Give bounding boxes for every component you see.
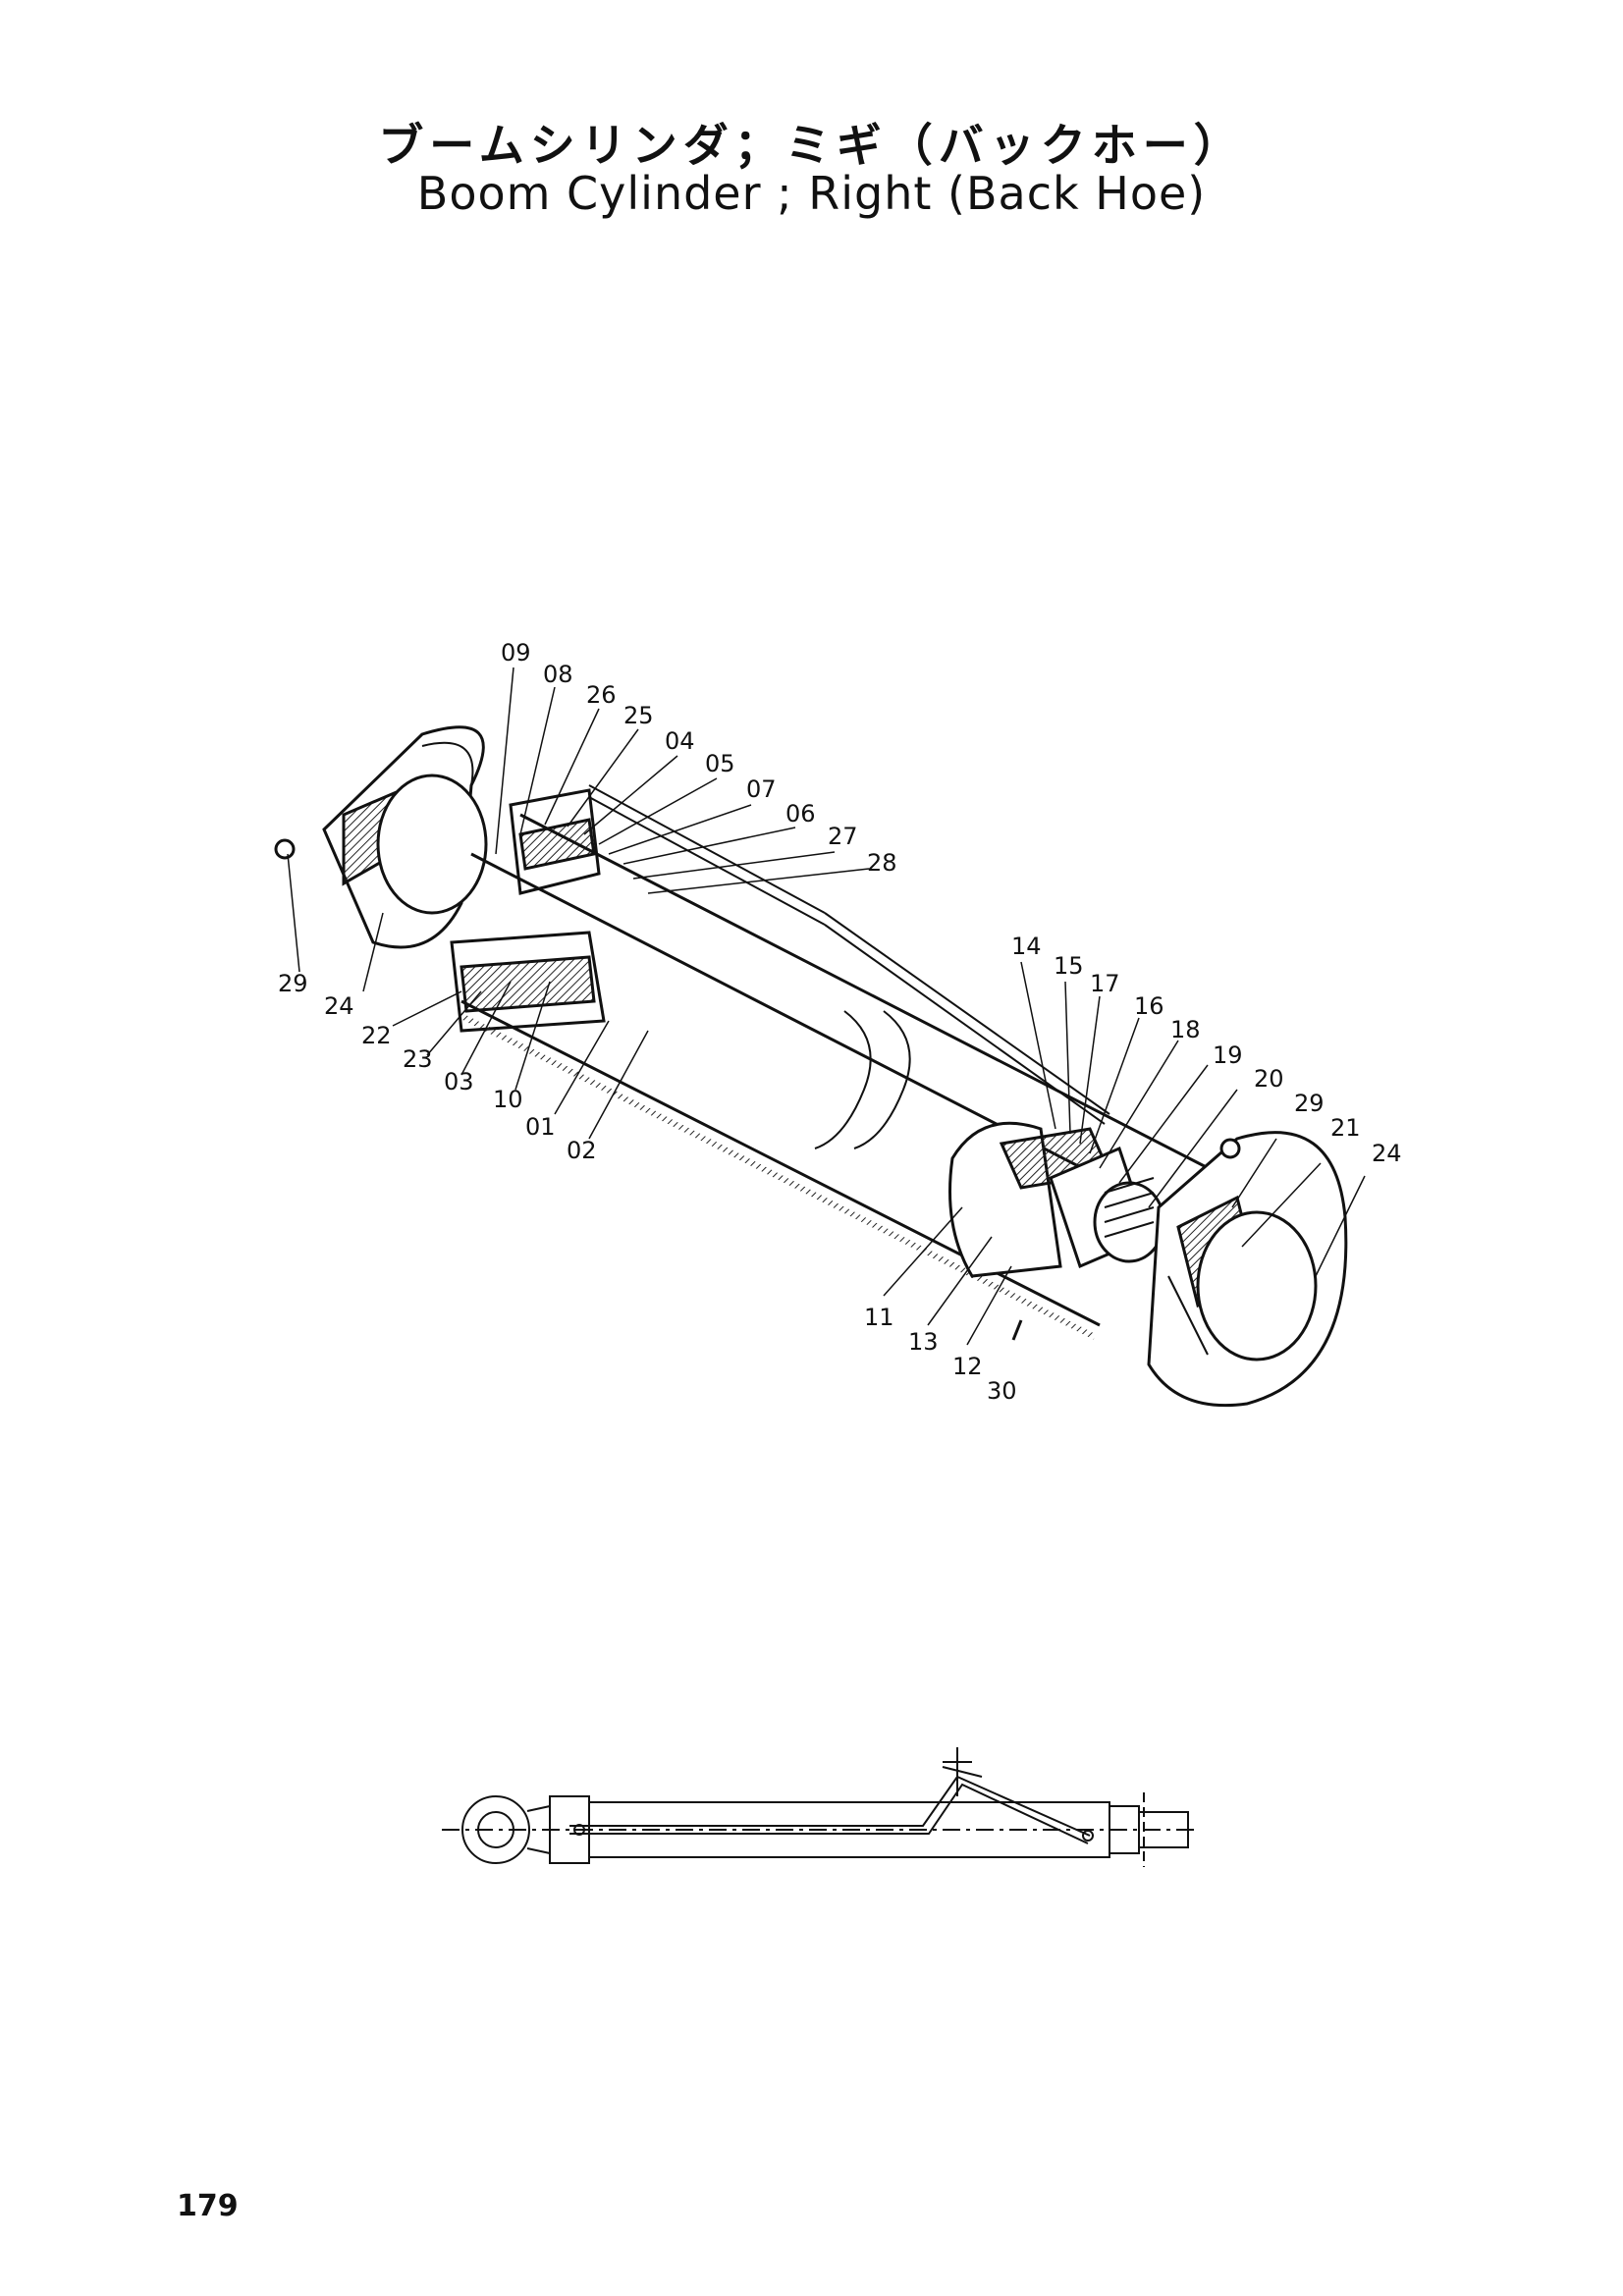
callout-27: 27 <box>828 823 858 850</box>
callout-12: 12 <box>952 1353 983 1380</box>
callout-21: 21 <box>1330 1114 1361 1142</box>
callout-24-right: 24 <box>1372 1140 1402 1167</box>
callout-19: 19 <box>1213 1041 1243 1069</box>
main-cylinder-drawing <box>274 725 1348 1408</box>
callout-23: 23 <box>403 1045 433 1073</box>
callout-04: 04 <box>665 727 695 755</box>
callout-28: 28 <box>867 849 897 877</box>
callout-16: 16 <box>1134 992 1164 1020</box>
callout-07: 07 <box>746 775 777 803</box>
title-japanese: ブームシリンダ；ミギ（バックホー） <box>378 119 1245 172</box>
callout-05: 05 <box>705 750 735 777</box>
callout-02: 02 <box>567 1137 597 1164</box>
callout-30: 30 <box>987 1377 1017 1405</box>
callout-14: 14 <box>1011 933 1042 960</box>
callout-11: 11 <box>864 1304 894 1331</box>
leader-lines <box>287 667 1366 1346</box>
callout-03: 03 <box>444 1068 474 1095</box>
callout-15: 15 <box>1054 952 1084 980</box>
callout-10: 10 <box>493 1086 523 1113</box>
callout-29-right: 29 <box>1294 1090 1325 1117</box>
page-number: 179 <box>177 2189 239 2223</box>
callout-26: 26 <box>586 681 617 709</box>
title-english: Boom Cylinder ; Right (Back Hoe) <box>416 167 1207 220</box>
callout-09: 09 <box>501 639 531 667</box>
callout-25: 25 <box>623 702 654 729</box>
overview-side-view <box>442 1747 1198 1867</box>
callout-18: 18 <box>1170 1016 1201 1043</box>
callout-06: 06 <box>785 800 816 828</box>
callout-labels: 09 08 26 25 04 05 07 06 27 28 29 24 22 2… <box>278 639 1402 1405</box>
callout-29-left: 29 <box>278 970 308 997</box>
callout-20: 20 <box>1254 1065 1284 1093</box>
callout-22: 22 <box>361 1022 392 1049</box>
callout-17: 17 <box>1090 970 1120 997</box>
callout-13: 13 <box>908 1328 939 1356</box>
callout-01: 01 <box>525 1113 556 1141</box>
callout-24-left: 24 <box>324 992 354 1020</box>
callout-08: 08 <box>543 661 573 688</box>
